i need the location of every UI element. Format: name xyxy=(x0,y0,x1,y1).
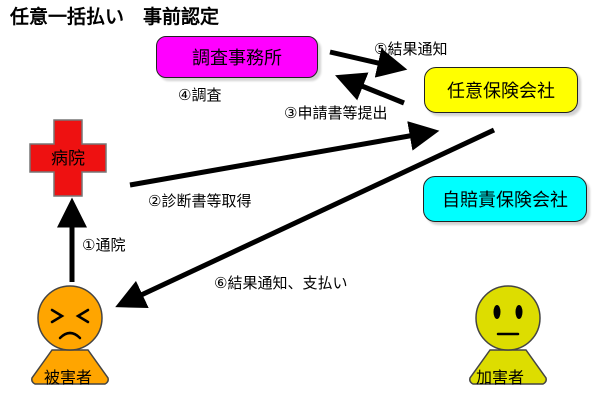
perpetrator-label: 加害者 xyxy=(476,368,525,387)
arrow-certificate xyxy=(129,121,440,188)
diagram-title: 任意一括払い 事前認定 xyxy=(10,6,220,28)
step-5-label: ⑤結果通知 xyxy=(374,40,448,58)
arrow-result xyxy=(329,48,408,78)
compulsory-insurer-label: 自賠責保険会社 xyxy=(442,190,568,211)
investigation-office-label: 調査事務所 xyxy=(192,48,282,69)
perpetrator-figure-icon xyxy=(468,282,548,400)
investigation-office-box: 調査事務所 xyxy=(156,36,318,78)
compulsory-insurer-box: 自賠責保険会社 xyxy=(423,176,587,222)
step-2-label: ②診断書等取得 xyxy=(148,192,252,210)
victim-figure-icon xyxy=(30,282,110,400)
hospital-label: 病院 xyxy=(51,149,85,169)
step-3-label: ③申請書等提出 xyxy=(284,104,388,122)
arrow-application xyxy=(335,72,405,106)
voluntary-insurer-label: 任意保険会社 xyxy=(447,81,555,102)
step-6-label: ⑥結果通知、支払い xyxy=(214,274,348,292)
hospital-cross-icon xyxy=(28,118,108,198)
victim-label: 被害者 xyxy=(44,368,93,387)
step-4-label: ④調査 xyxy=(178,86,222,104)
voluntary-insurer-box: 任意保険会社 xyxy=(424,67,578,113)
arrow-payment xyxy=(115,127,496,309)
step-1-label: ①通院 xyxy=(82,236,126,254)
